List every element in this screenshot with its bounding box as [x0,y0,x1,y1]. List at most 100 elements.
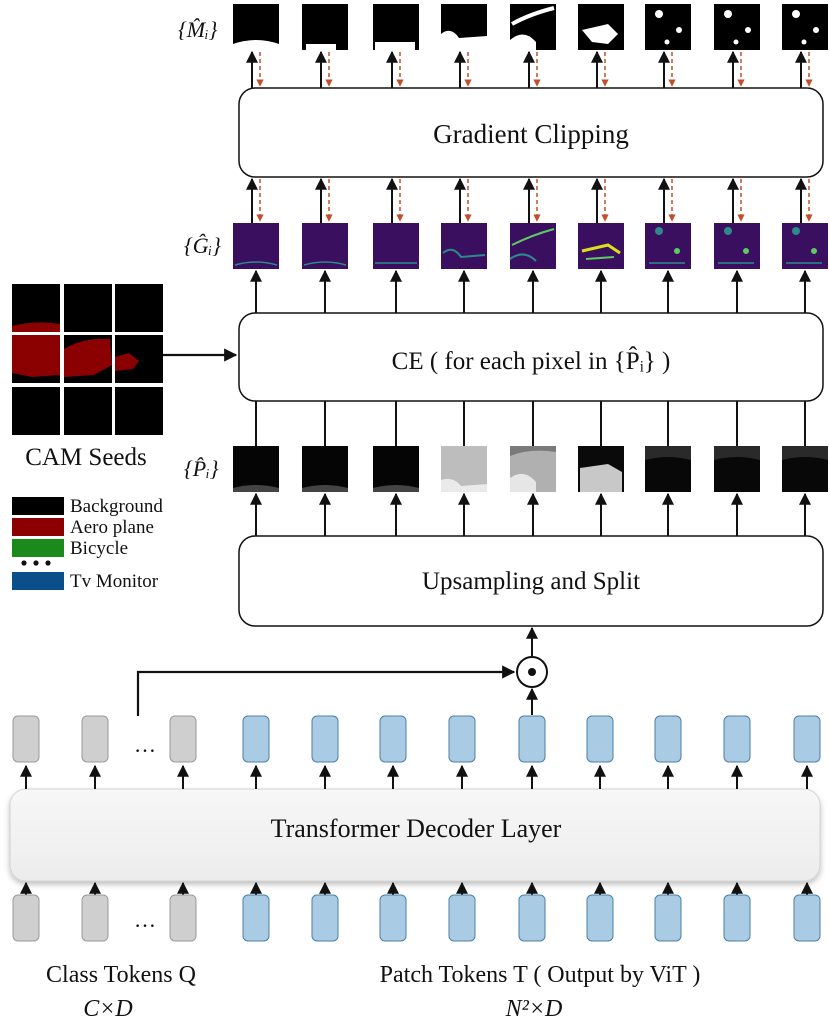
gradient-thumbnail [373,223,419,269]
patch-token-input [793,894,821,942]
token-rows [12,715,821,942]
mask-region [745,27,751,33]
aero-plane-region [64,338,112,377]
mask-thumbnail [373,4,419,50]
gradient-edge [585,256,615,260]
class-token-input [169,894,197,942]
gradient-edge [743,248,749,254]
thumbnail-rows [233,4,828,492]
probability-thumbnail-bg [233,446,279,492]
aero-plane-region [115,353,139,371]
mask-thumbnail [302,4,348,50]
legend-swatch [12,572,64,590]
class-token [169,715,197,763]
transformer-decoder-label: Transformer Decoder Layer [271,814,562,843]
gradient-thumbnail-bg [714,223,760,269]
legend-ellipsis-dot [45,560,51,566]
cam-seed-cell [64,335,112,383]
gradient-thumbnail [302,223,348,269]
mask-thumbnail [441,4,487,50]
patch-tokens-dim: N²×D [505,996,563,1022]
patch-token-input [518,894,546,942]
aero-plane-region [12,322,60,332]
patch-token-input [654,894,682,942]
probability-region [714,446,760,460]
cam-seed-cell [12,284,60,332]
patch-token [793,715,821,763]
cam-seed-bg [115,284,163,332]
mask-region [664,39,670,45]
probability-region [441,478,487,492]
ce-box [238,312,824,402]
probability-region [373,485,419,492]
arrow-class-to-dot [136,665,516,716]
gradient-thumbnail [509,223,556,269]
gradient-thumbnail [578,223,624,269]
gradient-thumbnail [714,223,760,269]
patch-token-input [723,894,751,942]
legend-swatch [12,518,64,536]
mask-region [792,10,800,18]
mask-region [801,39,807,45]
mask-thumbnail [782,4,828,50]
gradient-edge [792,227,800,235]
probability-thumbnail [233,446,279,492]
probability-region [233,485,279,492]
mask-region [582,24,618,44]
mask-thumbnail [510,4,556,50]
probability-thumbnail [441,446,487,492]
probability-thumbnail [645,446,691,492]
legend-swatch [12,497,64,515]
cam-seed-bg [64,284,112,332]
probability-region [510,473,536,492]
upsampling-split-box [238,535,824,627]
patch-token-input [586,894,614,942]
gradient-edge [303,261,347,266]
class-token [12,715,40,763]
gradient-edge [509,253,537,262]
gradient-clipping-label: Gradient Clipping [433,119,629,149]
ellipsis-bottom: … [134,907,156,932]
cam-seed-cell [12,387,60,435]
gradient-edge [811,248,817,254]
patch-token [518,715,546,763]
legend-label: Tv Monitor [70,571,159,592]
gradient-thumbnail-bg [373,223,419,269]
cam-seed-cell [115,335,163,383]
gradient-edge [655,227,663,235]
transformer-decoder-box [9,788,821,882]
cam-seed-bg [12,387,60,435]
probability-region [302,485,348,492]
upsampling-split-label: Upsampling and Split [422,568,640,595]
row-label-m: {M̂ᵢ} [178,17,218,42]
gradient-edge [511,228,555,246]
ellipsis-top: … [134,732,156,757]
gradient-edge [674,248,680,254]
probability-region [580,464,622,492]
mask-region [724,10,732,18]
gradient-thumbnail [441,223,487,269]
patch-token [723,715,751,763]
probability-region [782,446,828,460]
aero-plane-region [12,335,60,377]
gradient-thumbnail [645,223,691,269]
row-label-g: {Ĝᵢ} [184,233,221,258]
cam-seed-cell [64,387,112,435]
patch-token [311,715,339,763]
legend-label: Background [70,496,163,517]
mask-region [676,27,682,33]
cam-seed-bg [64,387,112,435]
probability-thumbnail [578,446,624,492]
class-token-input [12,894,40,942]
mask-region [813,27,819,33]
legend-swatch [12,539,64,557]
patch-token-input [379,894,407,942]
probability-thumbnail [373,446,419,492]
gradient-thumbnail [782,223,828,269]
mask-thumbnail [645,4,691,50]
probability-region [510,446,556,456]
probability-thumbnail [782,446,828,492]
mask-thumbnail [714,4,760,50]
mask-thumbnail [578,4,624,50]
